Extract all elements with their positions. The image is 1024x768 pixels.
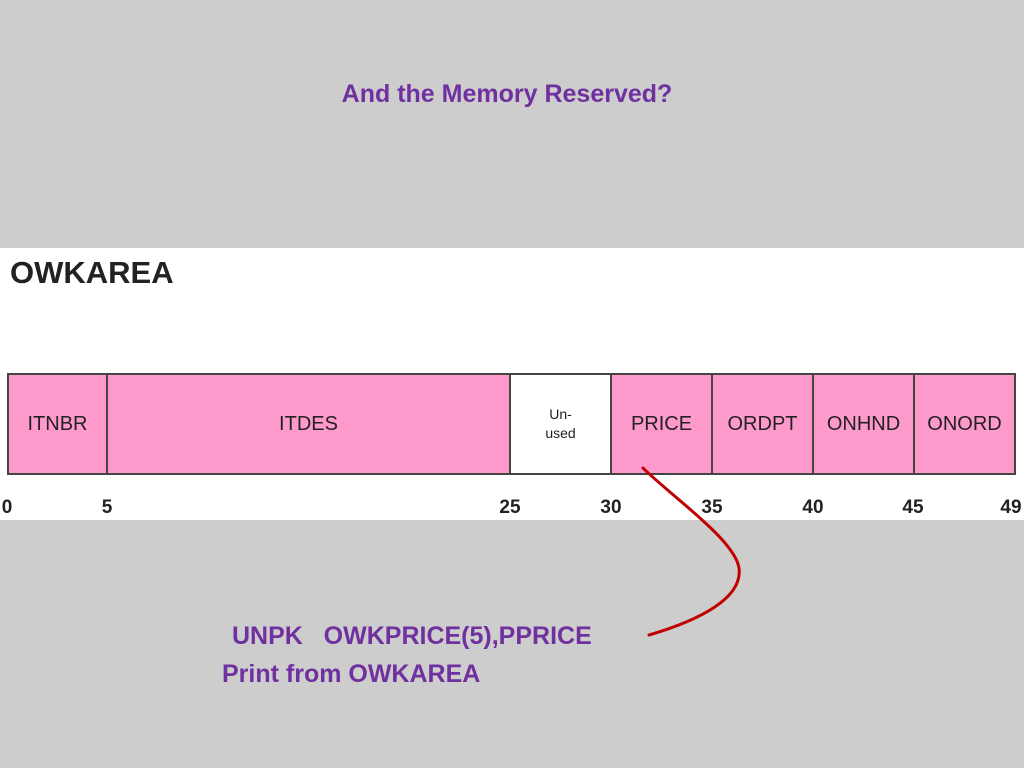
- field-label: ONHND: [826, 412, 901, 435]
- offset-label: 30: [600, 497, 622, 518]
- field-label: ITDES: [279, 412, 338, 435]
- slide-title: And the Memory Reserved?: [341, 80, 673, 108]
- offset-label: 45: [902, 497, 924, 518]
- field-label: PRICE: [630, 412, 693, 435]
- print-instruction: Print from OWKAREA: [222, 660, 481, 688]
- offset-label: 5: [101, 497, 113, 518]
- unpk-instruction: UNPK OWKPRICE(5),PPRICE: [232, 622, 592, 650]
- field-label: ORDPT: [727, 412, 798, 435]
- offset-label: 0: [1, 497, 13, 518]
- memory-diagram: OWKAREA ITNBR ITDES Un- used PRICE ORDPT…: [0, 248, 1024, 520]
- offset-label: 49: [1000, 497, 1022, 518]
- field-itnbr: ITNBR: [7, 373, 108, 475]
- field-ordpt: ORDPT: [713, 373, 814, 475]
- field-label: ITNBR: [27, 412, 88, 435]
- field-onord: ONORD: [915, 373, 1016, 475]
- offset-label: 40: [802, 497, 824, 518]
- field-label: Un- used: [545, 406, 576, 441]
- field-onhnd: ONHND: [814, 373, 915, 475]
- field-unused: Un- used: [511, 373, 612, 475]
- field-label: ONORD: [927, 412, 1002, 435]
- offset-label: 35: [701, 497, 723, 518]
- offset-label: 25: [499, 497, 521, 518]
- area-name: OWKAREA: [10, 255, 174, 290]
- field-price: PRICE: [612, 373, 713, 475]
- field-itdes: ITDES: [108, 373, 511, 475]
